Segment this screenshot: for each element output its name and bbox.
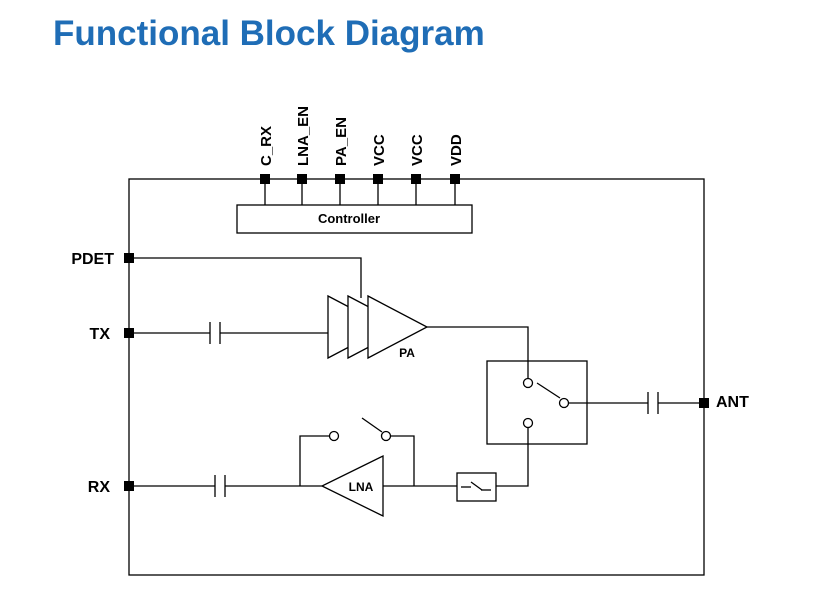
pa-output-wire <box>427 326 529 380</box>
pin-label-pdet: PDET <box>71 251 114 268</box>
pin-label-vcc-2: VCC <box>409 134 426 166</box>
pin-label-c-rx: C_RX <box>258 126 275 166</box>
switch-rx-wire <box>496 428 529 487</box>
pdet-wire <box>134 257 362 298</box>
pin-label-rx: RX <box>88 479 111 496</box>
pa-label: PA <box>399 346 415 360</box>
module-outline <box>128 178 705 576</box>
antenna-switch <box>522 377 570 429</box>
pin-marker-tx <box>124 328 134 338</box>
rx-capacitor <box>134 475 322 497</box>
pin-label-vdd: VDD <box>448 134 465 166</box>
pa-amplifier <box>327 294 429 360</box>
pin-marker-pdet <box>124 253 134 263</box>
pin-label-vcc-1: VCC <box>371 134 388 166</box>
pin-label-lna-en: LNA_EN <box>295 106 312 166</box>
pin-label-ant: ANT <box>716 394 749 411</box>
bypass-switch <box>299 417 415 486</box>
pin-marker-rx <box>124 481 134 491</box>
tx-capacitor <box>134 322 328 344</box>
lna-label: LNA <box>349 480 374 494</box>
rx-switch-element <box>456 472 497 502</box>
page-title: Functional Block Diagram <box>53 14 485 53</box>
controller-label: Controller <box>318 211 380 226</box>
pin-label-tx: TX <box>90 326 111 343</box>
pin-label-pa-en: PA_EN <box>333 117 350 166</box>
pin-marker-ant <box>699 398 709 408</box>
ant-capacitor <box>569 392 699 414</box>
top-pin-markers <box>260 174 460 184</box>
controller-block <box>236 204 473 234</box>
top-pin-wires <box>264 179 456 205</box>
